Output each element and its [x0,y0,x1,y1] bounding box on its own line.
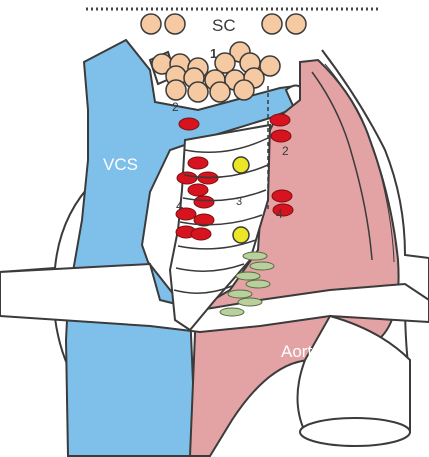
paratracheal-node-icon [236,272,260,280]
paratracheal-node-icon [220,308,244,316]
supraclavicular-lymph-node-icon [188,82,208,102]
supraclavicular-lymph-node-icon [262,14,282,34]
label-station-4-right: 4 [276,207,283,221]
supraclavicular-lymph-node-icon [166,80,186,100]
label-aorta: Aorta [281,342,322,361]
supraclavicular-lymph-node-icon [165,14,185,34]
mediastinal-lymph-node-icon [188,157,208,169]
yellow-lymph-node-icon [233,157,249,173]
mediastinal-lymph-node-icon [270,114,290,126]
supraclavicular-lymph-node-icon [286,14,306,34]
label-sc: SC [212,16,236,35]
mediastinal-lymph-node-icon [271,130,291,142]
paratracheal-node-icon [238,298,262,306]
paratracheal-node-icon [250,262,274,270]
descending-aorta-opening [300,418,410,446]
label-station-2-right: 2 [282,144,289,158]
mediastinal-lymph-node-icon [188,184,208,196]
mediastinal-lymph-node-icon [191,228,211,240]
label-station-3: 3 [236,196,242,208]
paratracheal-node-icon [228,290,252,298]
label-station-1: 1 [210,46,217,61]
supraclavicular-lymph-node-icon [210,82,230,102]
supraclavicular-lymph-node-icon [141,14,161,34]
label-station-4-left: 4 [176,198,183,213]
yellow-lymph-node-icon [233,227,249,243]
mediastinal-lymph-node-icon [179,118,199,130]
paratracheal-node-icon [243,252,267,260]
mediastinal-lymph-node-icon [272,190,292,202]
paratracheal-node-icon [246,280,270,288]
label-station-2-left: 2 [172,100,179,114]
supraclavicular-lymph-node-icon [234,80,254,100]
mediastinal-lymph-node-icon [177,172,197,184]
mediastinal-lymph-node-icon [194,196,214,208]
label-vcs: VCS [103,155,138,174]
